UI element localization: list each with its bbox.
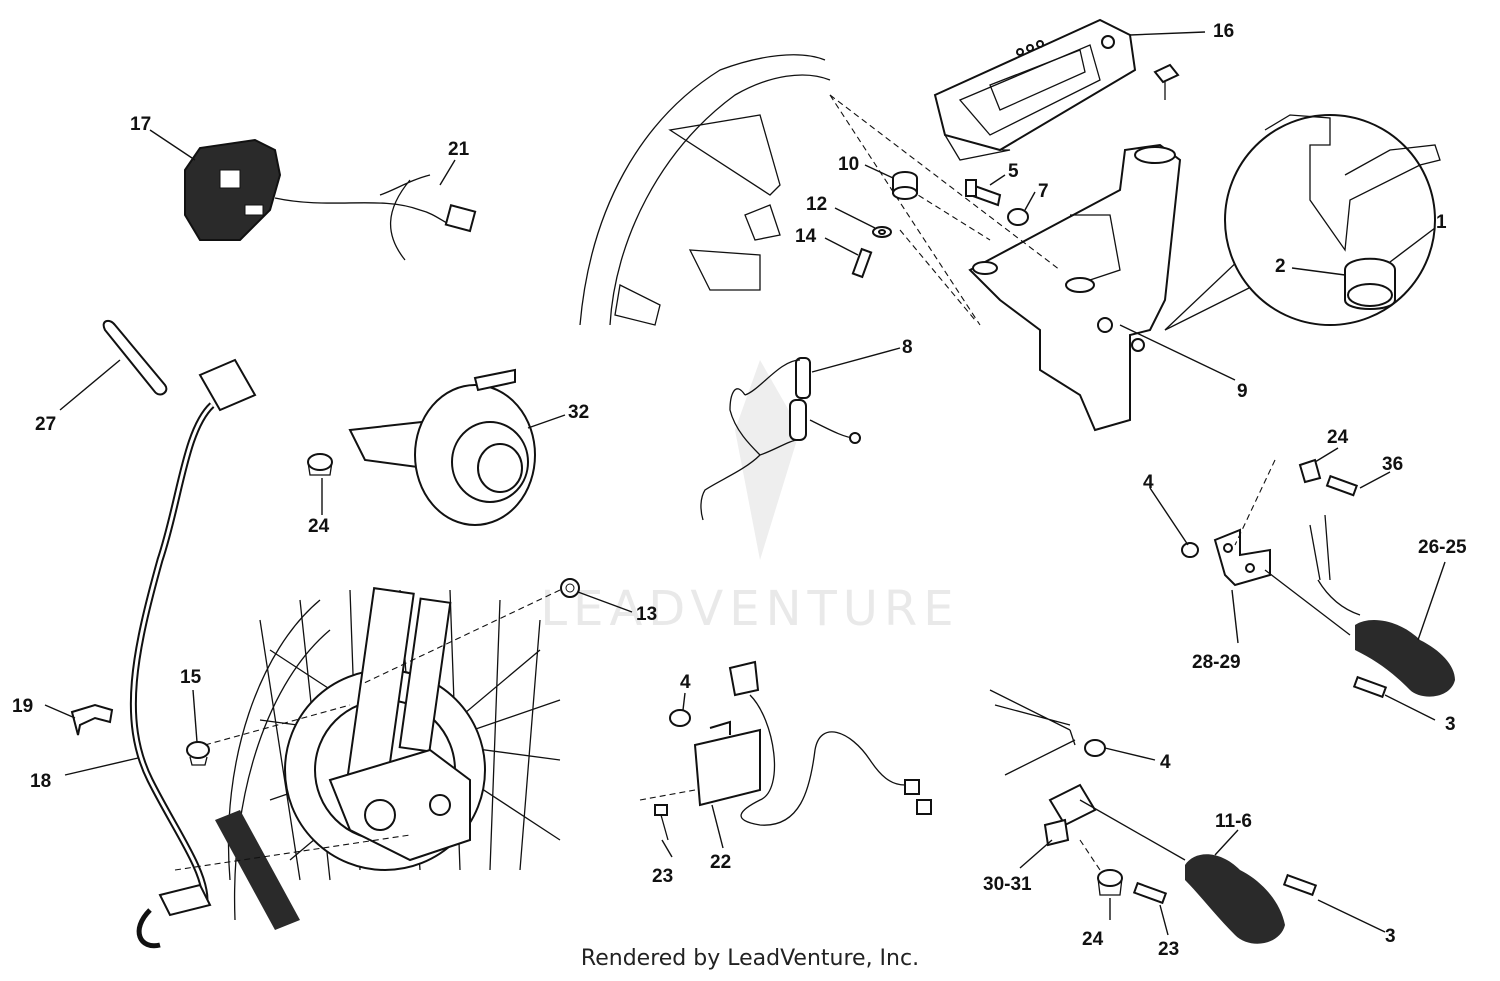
callout-28-29: 28-29	[1192, 652, 1241, 673]
spacer-24-left	[307, 453, 333, 476]
wire-harness-18	[129, 358, 257, 949]
rivet-15	[186, 741, 210, 766]
callout-22: 22	[710, 852, 731, 873]
callout-4-center: 4	[680, 672, 691, 693]
callout-10: 10	[838, 154, 859, 175]
callout-12: 12	[806, 194, 827, 215]
mounting-bracket-9	[968, 143, 1182, 432]
bolt-icon	[1153, 63, 1180, 100]
watermark: LEADVENTURE	[540, 360, 959, 637]
turn-signal-26-25	[1181, 458, 1455, 699]
callout-16: 16	[1213, 21, 1234, 42]
callout-30-31: 30-31	[983, 874, 1032, 895]
callout-3-lower: 3	[1385, 926, 1396, 947]
front-wheel-assembly	[215, 587, 561, 930]
callout-17: 17	[130, 114, 151, 135]
instrument-cluster-16	[933, 18, 1137, 161]
svg-text:LEADVENTURE: LEADVENTURE	[540, 581, 959, 637]
callout-27: 27	[35, 414, 56, 435]
callout-24-upper-right: 24	[1327, 427, 1349, 448]
callout-24-lower: 24	[1082, 929, 1104, 950]
callout-26-25: 26-25	[1418, 537, 1467, 558]
callout-9: 9	[1237, 381, 1248, 402]
callout-4-lower: 4	[1160, 752, 1171, 773]
front-fender-outline	[579, 54, 831, 326]
callout-19: 19	[12, 696, 33, 717]
clip-19	[70, 703, 114, 736]
callout-36: 36	[1382, 454, 1403, 475]
callout-23-center: 23	[652, 866, 673, 887]
callout-5: 5	[1008, 161, 1019, 182]
callout-13: 13	[636, 604, 657, 625]
callout-3-upper: 3	[1445, 714, 1456, 735]
bolt-23-center	[654, 804, 669, 841]
callout-11-6: 11-6	[1215, 811, 1252, 832]
washer-12	[872, 226, 892, 238]
callout-7: 7	[1038, 181, 1049, 202]
detail-circle	[1224, 114, 1441, 326]
nut-7	[1007, 208, 1029, 226]
relay-8	[700, 357, 861, 521]
callout-2: 2	[1275, 256, 1286, 277]
screw-14	[851, 247, 873, 279]
handlebar-switch-17	[184, 138, 477, 261]
callout-15: 15	[180, 667, 202, 688]
callout-24-horn: 24	[308, 516, 330, 537]
turn-signal-11-6	[989, 689, 1318, 944]
bolt-5	[965, 179, 1002, 207]
horn-32	[348, 368, 536, 526]
callout-8: 8	[902, 337, 913, 358]
callout-labels: 16 17 21 10 5 7 12 14 1 2 27 8 9 32 24 2…	[12, 21, 1467, 960]
callout-18: 18	[30, 771, 51, 792]
callout-14: 14	[795, 226, 817, 247]
ring-13	[560, 578, 580, 598]
callout-1: 1	[1436, 212, 1447, 233]
callout-21: 21	[448, 139, 470, 160]
strap-27	[102, 319, 168, 396]
callout-23-lower: 23	[1158, 939, 1179, 960]
leader-lines	[44, 31, 1446, 936]
control-module-22	[669, 660, 932, 826]
callout-32: 32	[568, 402, 589, 423]
grommet-10	[892, 171, 918, 200]
callout-4-upper: 4	[1143, 472, 1154, 493]
footer-credit: Rendered by LeadVenture, Inc.	[580, 946, 920, 971]
